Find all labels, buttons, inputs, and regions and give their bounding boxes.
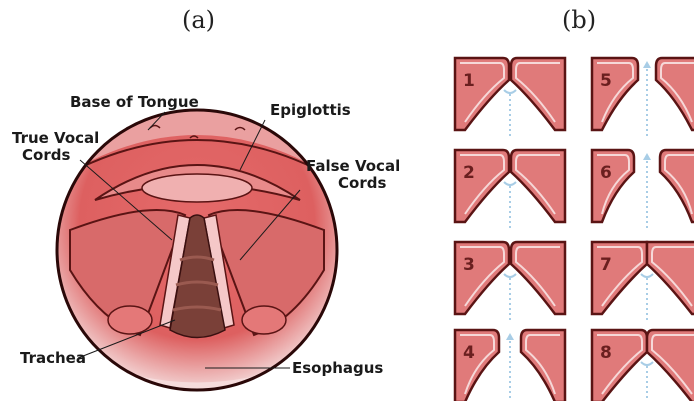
phase-number: 8 [600, 343, 612, 363]
phase-number: 7 [600, 255, 612, 275]
airflow-arrowhead [506, 333, 514, 340]
phase-number: 2 [463, 163, 475, 183]
phase-cell-5: 5 [592, 58, 694, 136]
label-true-vocal-cords-line2: Cords [12, 147, 99, 164]
airflow-cap [504, 182, 516, 185]
right-fold [511, 242, 565, 314]
right-fold [521, 330, 565, 401]
airflow-arrowhead [643, 153, 651, 160]
phase-number: 6 [600, 163, 612, 183]
phase-cell-3: 3 [455, 242, 565, 320]
left-fold [592, 242, 647, 314]
label-false-vocal-cords-line2: Cords [306, 175, 400, 192]
label-base-of-tongue: Base of Tongue [70, 94, 199, 111]
airflow-cap [504, 274, 516, 277]
right-fold [511, 150, 565, 222]
vocal-fold-phases: 1 2 3 4 5 6 7 8 [455, 58, 694, 401]
left-fold [592, 58, 638, 130]
left-fold [455, 58, 509, 130]
phase-cell-1: 1 [455, 58, 565, 136]
phase-cell-4: 4 [455, 330, 565, 401]
phase-number: 5 [600, 71, 612, 91]
label-epiglottis: Epiglottis [270, 102, 351, 119]
airflow-cap [641, 274, 653, 277]
label-esophagus: Esophagus [292, 360, 383, 377]
right-fold [647, 330, 694, 401]
right-fold [511, 58, 565, 130]
airflow-cap [641, 362, 653, 365]
left-fold [455, 242, 509, 314]
phase-cell-6: 6 [592, 150, 694, 228]
phase-cell-8: 8 [592, 330, 694, 401]
airflow-arrowhead [643, 61, 651, 68]
label-false-vocal-cords: False Vocal Cords [306, 158, 400, 192]
label-trachea: Trachea [20, 350, 86, 367]
phase-cell-2: 2 [455, 150, 565, 228]
left-fold [455, 330, 499, 401]
label-true-vocal-cords-line1: True Vocal [12, 130, 99, 147]
label-true-vocal-cords: True Vocal Cords [12, 130, 99, 164]
left-fold [592, 330, 647, 401]
phase-number: 4 [463, 343, 475, 363]
airflow-cap [504, 90, 516, 93]
phase-number: 3 [463, 255, 475, 275]
left-fold [455, 150, 509, 222]
label-false-vocal-cords-line1: False Vocal [306, 158, 400, 175]
phase-cell-7: 7 [592, 242, 694, 320]
phase-number: 1 [463, 71, 475, 91]
